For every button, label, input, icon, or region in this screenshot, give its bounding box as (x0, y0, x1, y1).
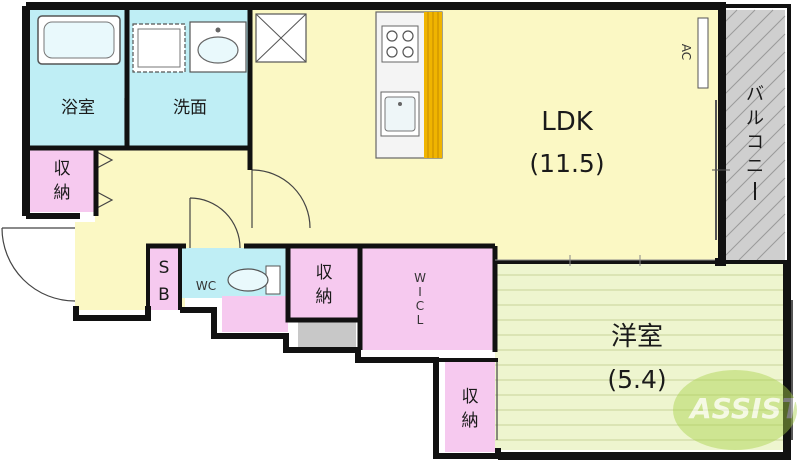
ldk-western-partition (495, 255, 715, 266)
entrance-floor (75, 222, 95, 310)
storage-left-label-top: 収 (54, 159, 71, 179)
wc-label: WC (196, 279, 216, 293)
wcl-floor (362, 248, 495, 350)
storage-bottom-label-bottom: 納 (462, 411, 479, 431)
toilet-icon (227, 265, 281, 295)
balcony-window (712, 100, 730, 240)
ac-unit (697, 17, 709, 89)
svg-text:W: W (414, 271, 426, 285)
sb-label-top: S (159, 258, 170, 278)
stove-icon (381, 25, 419, 63)
fridge-space-icon (255, 13, 307, 63)
storage-left-door (96, 151, 114, 209)
entrance-door (1, 227, 76, 302)
washbasin-icon (189, 21, 247, 73)
svg-text:I: I (418, 285, 422, 299)
storage-center-label-bottom: 納 (316, 287, 333, 307)
svg-text:コ: コ (746, 132, 764, 153)
watermark-text: ASSIST (688, 392, 800, 425)
western-size-label: (5.4) (607, 365, 666, 394)
storage-left-label-bottom: 納 (54, 183, 71, 203)
western-floor (495, 262, 787, 450)
storage-gray (298, 322, 356, 350)
assist-watermark: ASSIST (673, 370, 800, 450)
storage-center-floor (290, 248, 358, 320)
bathtub-icon (37, 15, 121, 65)
kitchen-counter (375, 11, 443, 159)
svg-text:C: C (416, 299, 424, 313)
svg-text:バ: バ (746, 84, 764, 105)
walls (22, 2, 791, 460)
ldk-size-label: (11.5) (529, 149, 604, 178)
balcony-floor (725, 10, 785, 260)
storage-bottom-floor (445, 360, 495, 452)
hallway-floor (75, 148, 250, 310)
sb-label-bottom: B (158, 285, 170, 305)
balcony-label: バ ル コ ニ (746, 84, 764, 200)
western-floor-lines (495, 274, 787, 441)
washroom-label: 洗面 (173, 98, 207, 118)
storage-left-floor (30, 148, 95, 212)
wc-niche (222, 296, 288, 332)
wcl-label: W I C L (414, 271, 426, 327)
ac-label: AC (679, 44, 693, 60)
storage-bottom-label-top: 収 (462, 387, 479, 407)
ldk-door (251, 169, 311, 229)
sb-floor (148, 248, 180, 310)
svg-text:L: L (417, 313, 424, 327)
washing-machine-icon (132, 23, 186, 73)
floors (30, 10, 787, 452)
bath-label: 浴室 (61, 98, 95, 118)
svg-text:ル: ル (746, 108, 764, 129)
svg-text:ニ: ニ (746, 156, 764, 177)
ldk-name-label: LDK (541, 107, 594, 137)
ldk-floor (250, 10, 720, 262)
western-name-label: 洋室 (611, 322, 663, 352)
storage-center-label-top: 収 (316, 263, 333, 283)
wc-door (189, 197, 241, 249)
